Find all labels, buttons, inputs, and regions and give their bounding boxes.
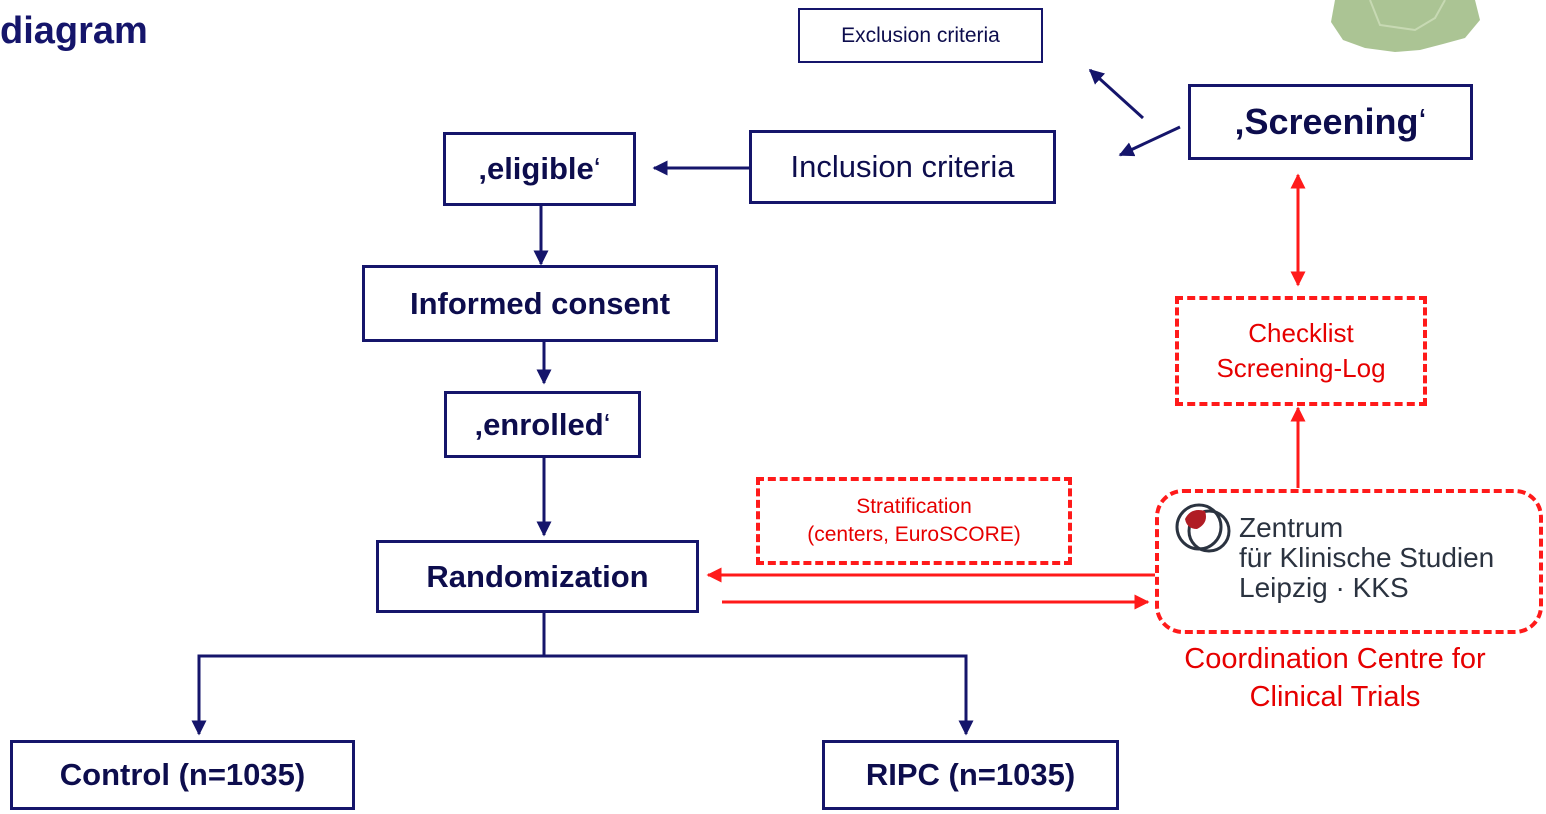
- branch-line: [191, 613, 546, 736]
- kks-logo-box: Zentrum für Klinische Studien Leipzig · …: [1155, 489, 1543, 634]
- informed-consent-label: Informed consent: [409, 285, 671, 321]
- inclusion-criteria-label: Inclusion criteria: [790, 149, 1015, 184]
- stratification-line2: (centers, EuroSCORE): [807, 523, 1021, 546]
- caption-line2: Clinical Trials: [1249, 681, 1421, 713]
- control-label: Control (n=1035): [59, 757, 306, 792]
- kks-leipzig-logo-icon: [1175, 503, 1231, 553]
- kks-logo-text: Zentrum für Klinische Studien Leipzig · …: [1239, 513, 1494, 603]
- ripc-box: RIPC (n=1035): [822, 740, 1119, 810]
- inclusion-criteria-box: Inclusion criteria: [749, 130, 1056, 204]
- logo-line1: Zentrum: [1239, 512, 1344, 543]
- ripc-label: RIPC (n=1035): [865, 757, 1076, 792]
- enrolled-label: ‚enrolled‘: [474, 406, 611, 442]
- screening-box: ‚Screening‘: [1188, 84, 1473, 160]
- exclusion-criteria-label: Exclusion criteria: [841, 23, 1000, 47]
- stratification-box: Stratification (centers, EuroSCORE): [756, 477, 1072, 565]
- exclusion-criteria-box: Exclusion criteria: [798, 8, 1043, 63]
- arrow-screening-to-inclusion: [1118, 125, 1181, 157]
- checklist-line2: Screening-Log: [1216, 353, 1386, 383]
- checklist-line1: Checklist: [1248, 318, 1354, 348]
- enrolled-box: ‚enrolled‘: [444, 391, 641, 458]
- logo-line2: für Klinische Studien: [1239, 542, 1495, 573]
- informed-consent-box: Informed consent: [362, 265, 718, 342]
- stratification-line1: Stratification: [856, 495, 972, 518]
- logo-line3: Leipzig · KKS: [1239, 572, 1409, 603]
- eligible-label: ‚eligible‘: [478, 151, 601, 186]
- randomization-label: Randomization: [426, 558, 649, 594]
- coordination-caption: Coordination Centre for Clinical Trials: [1125, 640, 1545, 716]
- screening-label: ‚Screening‘: [1234, 101, 1427, 142]
- eligible-box: ‚eligible‘: [443, 132, 636, 206]
- randomization-box: Randomization: [376, 540, 699, 613]
- checklist-box: Checklist Screening-Log: [1175, 296, 1427, 406]
- caption-line1: Coordination Centre for: [1184, 643, 1486, 675]
- branch-line-ripc: [544, 654, 974, 736]
- control-box: Control (n=1035): [10, 740, 355, 810]
- germany-map-icon: [1331, 0, 1480, 52]
- arrow-screening-to-exclusion: [1088, 68, 1145, 120]
- page-title: diagram: [0, 10, 148, 52]
